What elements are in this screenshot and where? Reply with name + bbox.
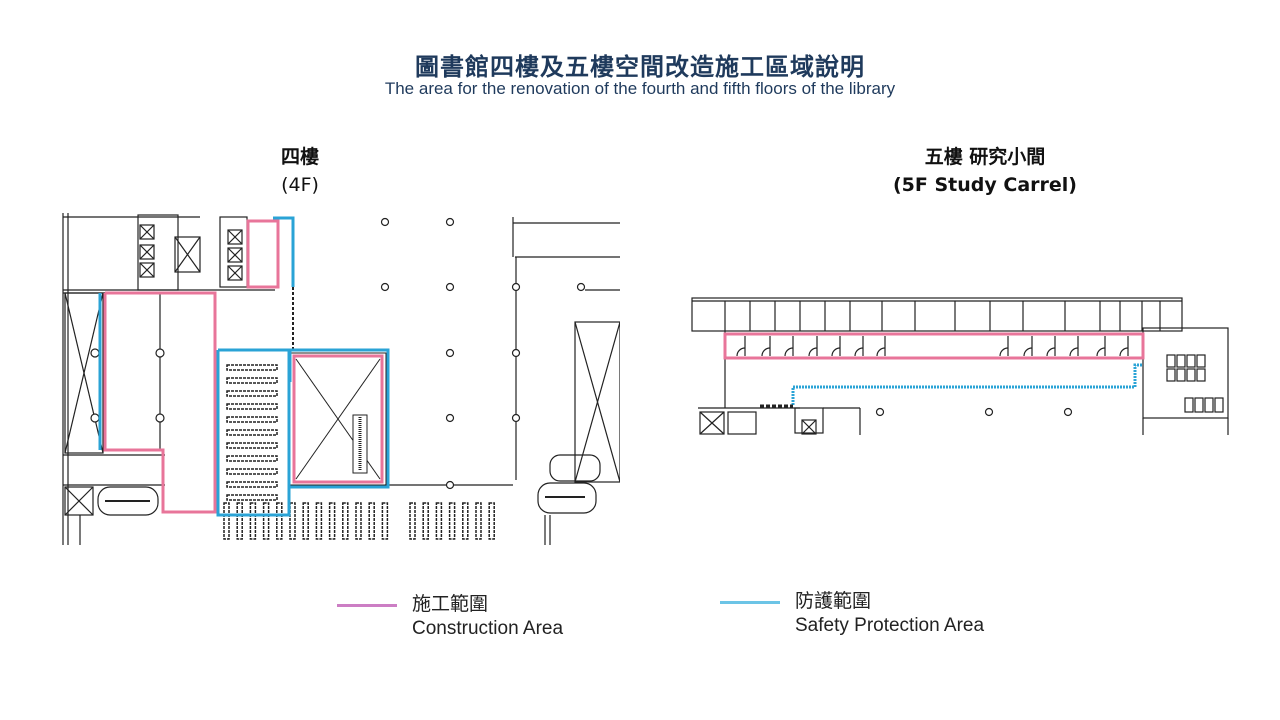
legend-safety-label-en: Safety Protection Area (795, 615, 985, 636)
bookshelf (223, 502, 230, 540)
study-table (226, 429, 278, 436)
door-swing (999, 347, 1009, 357)
bookshelf (276, 502, 283, 540)
study-table (226, 403, 278, 410)
study-tables-horizontal (226, 364, 278, 501)
carrel-doors (736, 336, 1129, 357)
restroom-stall (1196, 368, 1206, 382)
bookshelf (462, 502, 469, 540)
walls-4f (62, 213, 620, 545)
door-swing (784, 347, 794, 357)
bookshelf (236, 502, 243, 540)
legend-safety-label-zh: 防護範圍 (795, 590, 872, 612)
bookshelf (488, 502, 495, 540)
bookshelf (315, 502, 323, 540)
door-swing (761, 347, 771, 357)
bookshelf (381, 502, 389, 540)
page-title-zh: 圖書館四樓及五樓空間改造施工區域說明 (415, 53, 865, 81)
study-table (226, 377, 278, 384)
floor-label-4f-zh: 四樓 (280, 146, 319, 168)
door-swing (854, 347, 864, 357)
bookshelf (448, 502, 456, 540)
bookshelf (328, 502, 336, 540)
restroom-stall (1176, 354, 1186, 368)
bookshelves (223, 502, 495, 540)
door-swing (808, 347, 818, 357)
bookshelf (368, 502, 375, 540)
bookshelf (249, 502, 257, 540)
door-swing (1096, 347, 1106, 357)
door-swing (831, 347, 841, 357)
door-swing (1023, 347, 1033, 357)
study-table (226, 494, 278, 501)
restroom-stall (1186, 354, 1196, 368)
floor-label-5f-en: (5F Study Carrel) (893, 174, 1077, 196)
door-swing (736, 347, 746, 357)
door-swing (1119, 347, 1129, 357)
safety-area-5f (791, 363, 1142, 405)
floor-label-4f: 四樓 (4F) (200, 143, 400, 199)
study-table (226, 416, 278, 423)
study-table (226, 481, 278, 488)
study-table (226, 390, 278, 397)
safety-area-4f (98, 216, 390, 517)
bookshelf (475, 502, 482, 540)
floor-plan-4f (62, 213, 620, 545)
restroom-stall (1214, 397, 1224, 413)
legend-construction-label-en: Construction Area (412, 618, 564, 639)
restroom-stall (1196, 354, 1206, 368)
study-table (226, 455, 278, 462)
bookshelf (422, 502, 429, 540)
bookshelf (289, 502, 296, 540)
floor-plan-5f (691, 297, 1229, 435)
bookshelf (302, 502, 309, 540)
restroom-stall (1194, 397, 1204, 413)
restroom-stall (1184, 397, 1194, 413)
construction-area-4f (103, 219, 384, 514)
restroom-stall (1166, 368, 1176, 382)
study-table (226, 364, 278, 371)
page-title-en: The area for the renovation of the fourt… (384, 79, 896, 98)
bookshelf (435, 502, 443, 540)
atrium-4f (289, 352, 387, 486)
bookshelf (342, 502, 349, 540)
floor-label-5f: 五樓 研究小間 (5F Study Carrel) (840, 143, 1130, 199)
restroom-stall (1166, 354, 1176, 368)
bookshelf (409, 502, 416, 540)
legend-construction-label-zh: 施工範圍 (412, 593, 489, 615)
bookshelf (262, 502, 270, 540)
floor-label-5f-zh: 五樓 研究小間 (924, 146, 1046, 168)
study-table (226, 468, 278, 475)
walls-5f (691, 297, 1229, 435)
bookshelf (355, 502, 362, 540)
door-swing (1069, 347, 1079, 357)
construction-area-5f (723, 332, 1145, 360)
door-swing (1046, 347, 1056, 357)
restroom-stall (1186, 368, 1196, 382)
door-swing (876, 347, 886, 357)
legend-construction-swatch (337, 604, 397, 607)
study-table (226, 442, 278, 449)
restroom-stall (1176, 368, 1186, 382)
floor-label-4f-en: (4F) (281, 174, 319, 196)
restroom-stall (1204, 397, 1214, 413)
legend-safety-swatch (720, 601, 780, 604)
